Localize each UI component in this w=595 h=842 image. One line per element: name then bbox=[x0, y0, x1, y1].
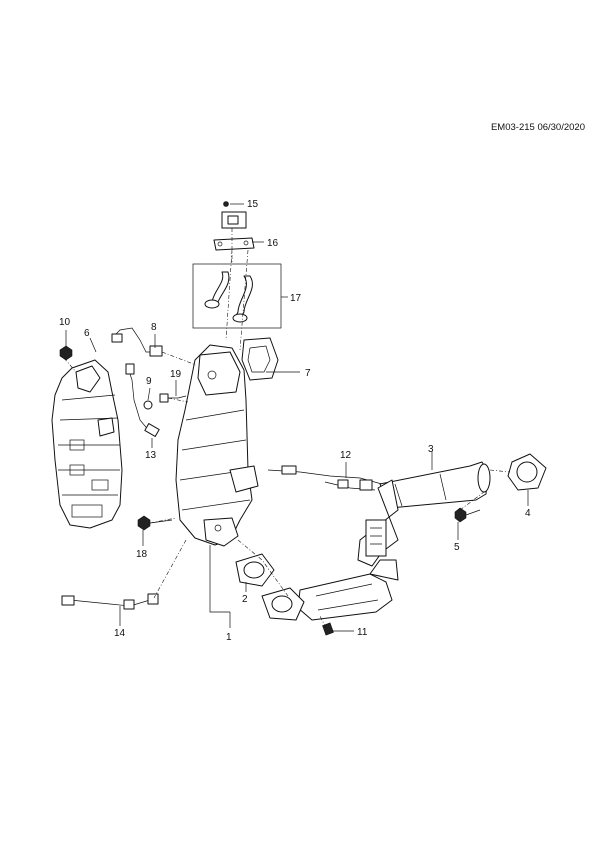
callout-8: 8 bbox=[151, 322, 157, 333]
bolt-part-18 bbox=[137, 515, 173, 531]
callout-7: 7 bbox=[305, 368, 311, 379]
assembly-lines bbox=[63, 228, 511, 629]
catalytic-converter-part-1 bbox=[175, 344, 259, 547]
callout-12: 12 bbox=[340, 450, 352, 461]
oxygen-sensor-part-14 bbox=[61, 593, 159, 610]
sensor-harness-part-8 bbox=[111, 327, 163, 357]
temperature-sensor-part-19 bbox=[159, 393, 187, 403]
callout-4: 4 bbox=[525, 508, 531, 519]
lower-converter-section bbox=[261, 559, 399, 621]
valve-part-15 bbox=[221, 201, 247, 229]
leader-lines bbox=[65, 203, 529, 632]
callout-16: 16 bbox=[267, 238, 279, 249]
callout-5: 5 bbox=[454, 542, 460, 553]
nut-part-10 bbox=[59, 345, 73, 361]
bolt-part-5 bbox=[454, 507, 481, 523]
callout-2: 2 bbox=[242, 594, 248, 605]
gasket-part-7 bbox=[241, 337, 279, 381]
callout-1: 1 bbox=[226, 632, 232, 643]
callout-13: 13 bbox=[145, 450, 157, 461]
callout-19: 19 bbox=[170, 369, 182, 380]
callout-18: 18 bbox=[136, 549, 148, 560]
callout-10: 10 bbox=[59, 317, 71, 328]
callout-6: 6 bbox=[84, 328, 90, 339]
callout-15: 15 bbox=[247, 199, 259, 210]
flange-part-16 bbox=[213, 237, 255, 251]
callouts: 1 2 3 4 5 6 7 8 9 10 11 12 13 14 15 16 1… bbox=[59, 199, 531, 643]
callout-3: 3 bbox=[428, 444, 434, 455]
heat-shield-part bbox=[51, 359, 123, 529]
gasket-part-4 bbox=[507, 453, 547, 491]
callout-9: 9 bbox=[146, 376, 152, 387]
oxygen-sensor-part-13 bbox=[125, 363, 160, 437]
callout-14: 14 bbox=[114, 628, 126, 639]
exhaust-pipe-part-3 bbox=[357, 461, 491, 567]
hose-assembly-part-17 bbox=[192, 263, 282, 329]
drawing-id: EM03-215 06/30/2020 bbox=[490, 122, 585, 133]
gasket-part-2 bbox=[235, 553, 275, 587]
clip-part-9 bbox=[143, 400, 153, 410]
callout-17: 17 bbox=[290, 293, 302, 304]
callout-11: 11 bbox=[357, 627, 368, 638]
wiring-harness-part-12 bbox=[267, 465, 383, 491]
